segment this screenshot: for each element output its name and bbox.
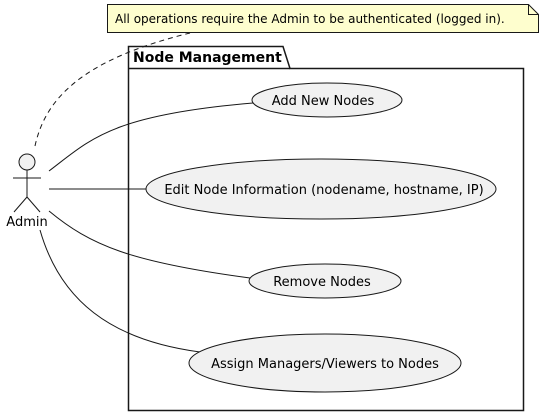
associations: [39, 102, 254, 353]
actor-head: [18, 153, 36, 171]
actor-admin: [13, 153, 41, 213]
package-title: Node Management: [133, 50, 282, 66]
use-case-remove-nodes: Remove Nodes: [248, 263, 402, 299]
package-tab: [127, 45, 525, 412]
use-case-ellipse: [251, 82, 403, 118]
note-text: All operations require the Admin to be a…: [115, 12, 505, 26]
note-box: [107, 4, 539, 33]
use-case-add-new-nodes: Add New Nodes: [251, 82, 403, 118]
use-case-ellipse: [188, 333, 462, 393]
note-authentication: All operations require the Admin to be a…: [34, 4, 539, 147]
use-case-label: Edit Node Information (nodename, hostnam…: [164, 183, 483, 198]
note-fold: [528, 4, 539, 15]
actor-leg-right: [26, 196, 41, 213]
use-case-ellipse: [248, 263, 402, 299]
association-add-nodes: [48, 102, 254, 172]
use-case-ellipse: [145, 158, 497, 220]
association-assign-managers: [39, 229, 201, 353]
use-case-label: Add New Nodes: [272, 94, 375, 109]
package-node-management: Node Management: [127, 45, 525, 412]
actor-leg-left: [13, 196, 28, 213]
actor-label: Admin: [6, 215, 47, 230]
association-remove-nodes: [48, 210, 251, 279]
use-case-label: Assign Managers/Viewers to Nodes: [211, 357, 439, 372]
use-case-edit-node-information: Edit Node Information (nodename, hostnam…: [145, 158, 497, 220]
note-connector: [34, 32, 191, 147]
use-case-assign-managers-viewers: Assign Managers/Viewers to Nodes: [188, 333, 462, 393]
use-case-label: Remove Nodes: [273, 275, 371, 290]
